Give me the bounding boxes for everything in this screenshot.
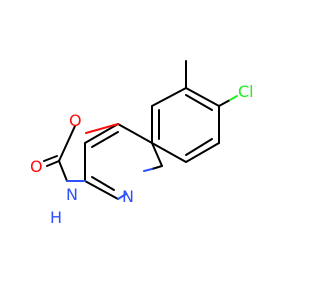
bond-c11-o2-double	[43, 155, 58, 162]
bond-c6-c1	[151, 87, 187, 107]
carbonyl-oxygen-label: O	[30, 157, 43, 176]
bond-c4-n1	[151, 142, 163, 167]
bond-c4-c5	[151, 142, 187, 163]
bond-c10-n1	[84, 180, 119, 200]
molecule-structure-diagram: Cl O O N H N	[30, 60, 254, 227]
bond-c11-n2	[58, 160, 68, 182]
atom-label-layer: Cl O O N H N	[30, 82, 254, 227]
bond-layer	[43, 60, 238, 200]
bond-c7-c8	[117, 123, 153, 144]
bond-c2-cl	[218, 99, 231, 107]
bond-c8-c9-double	[91, 131, 119, 148]
bond-o1-a	[85, 123, 119, 134]
pyridine-nitrogen-label: N	[122, 187, 134, 206]
bond-n1-c7	[151, 165, 163, 170]
bond-n1	[143, 168, 153, 172]
ring-nitrogen-label: N	[66, 185, 78, 204]
bond-c11-o2	[46, 160, 60, 167]
ring-oxygen-label: O	[69, 111, 82, 130]
bond-o1-c11	[58, 125, 76, 162]
bond-c10-double	[91, 176, 115, 191]
bond-n1-ring	[117, 193, 127, 200]
chlorine-label: Cl	[238, 82, 254, 101]
bond-c1-c2	[185, 87, 220, 107]
bond-cl	[229, 95, 238, 101]
bond-c3-c4-double	[185, 138, 213, 156]
bond-c8-c9	[84, 123, 119, 144]
nh-hydrogen-label: H	[50, 208, 62, 227]
bond-c3-c4	[185, 142, 220, 163]
bond-c1-c2-double	[185, 94, 213, 111]
